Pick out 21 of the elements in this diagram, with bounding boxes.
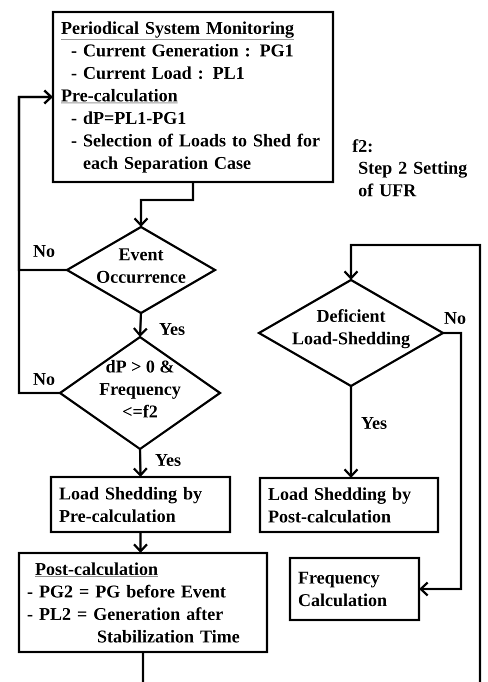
process-box: Periodical System Monitoring - Current Generation : PG1 - Current Load : PL1 Pre-calculation - dP=PL1-PG1 - Selection of Loads to Shed for each Separation Case	[52, 10, 334, 184]
arrow	[133, 312, 148, 337]
process-box: Load Shedding by Post-calculation	[258, 476, 440, 534]
edge-label: Yes	[361, 417, 387, 429]
arrow	[133, 532, 148, 553]
edge-label: Yes	[159, 323, 185, 335]
edge-label: No	[444, 312, 466, 324]
arrow	[134, 182, 194, 227]
process-box: Frequency Calculation	[288, 556, 420, 622]
arrow	[344, 244, 482, 682]
annotation-text: Step 2 Setting of UFR	[358, 161, 468, 196]
process-box: Post-calculation - PG2 = PG before Event - PL2 = Generation after Stabilization Time	[18, 552, 268, 654]
edge-label: No	[33, 373, 54, 385]
arrow	[18, 90, 60, 394]
arrow	[419, 332, 462, 596]
edge-label: Yes	[155, 454, 181, 466]
process-box: Load Shedding by Pre-calculation	[50, 476, 232, 534]
annotation-text: f2:	[352, 139, 372, 152]
arrow	[133, 448, 148, 477]
edge-label: No	[33, 245, 54, 257]
arrow	[344, 386, 358, 478]
